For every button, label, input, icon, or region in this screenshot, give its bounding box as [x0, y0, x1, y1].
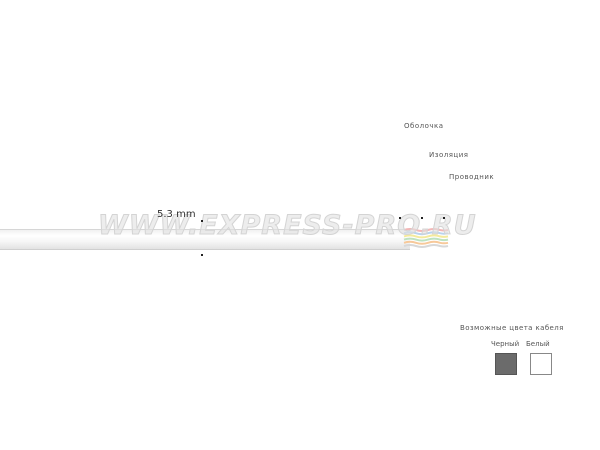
marker-dot-insulation	[421, 217, 423, 219]
color-swatch-black[interactable]	[495, 353, 517, 375]
swatch-label-black: Черный	[491, 340, 520, 348]
legend-title: Возможные цвета кабеля	[460, 324, 564, 332]
diameter-label: 5.3 mm	[157, 209, 196, 220]
marker-dot-sheath	[399, 217, 401, 219]
wire-strand	[403, 244, 449, 248]
insulation-label: Изоляция	[429, 151, 469, 159]
color-swatch-white[interactable]	[530, 353, 552, 375]
watermark: WWW.EXPRESS-PRO.RU	[98, 210, 477, 242]
swatch-label-white: Белый	[526, 340, 550, 348]
cable-sheath	[0, 229, 410, 250]
conductor-label: Проводник	[449, 173, 495, 181]
dimension-tick-bottom	[201, 254, 203, 256]
sheath-label: Оболочка	[404, 122, 444, 130]
marker-dot-conductor	[443, 217, 445, 219]
dimension-tick-top	[201, 220, 203, 222]
wire-strand	[403, 240, 449, 245]
